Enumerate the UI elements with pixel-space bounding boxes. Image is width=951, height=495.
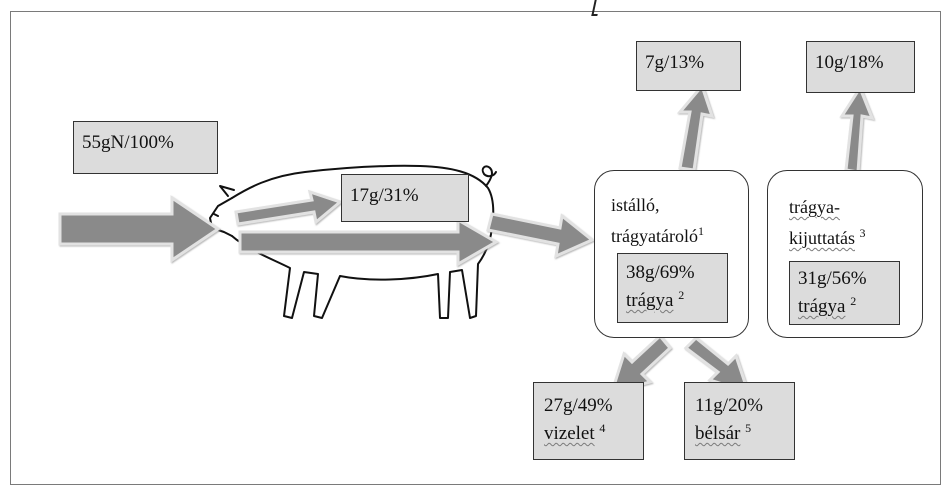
spreading-title-line2: kijuttatás xyxy=(789,228,855,248)
stable-manure-box: 38g/69% trágya 2 xyxy=(617,253,728,323)
feces-value: 11g/20% xyxy=(695,395,763,416)
urine-box: 27g/49% vizelet 4 xyxy=(533,382,644,460)
stable-loss-label: 7g/13% xyxy=(645,52,705,73)
stable-title: istálló, trágyatároló1 xyxy=(611,192,704,249)
retained-arrow xyxy=(234,189,344,226)
input-box: 55gN/100% xyxy=(73,121,218,174)
urine-name: vizelet xyxy=(544,423,595,444)
stable-manure-name: trágya xyxy=(626,290,674,311)
stable-manure-value: 38g/69% xyxy=(626,262,695,283)
urine-footnote: 4 xyxy=(599,421,606,435)
input-label: 55gN/100% xyxy=(82,132,174,153)
spreading-loss-arrow xyxy=(839,84,875,174)
stable-title-line1: istálló, xyxy=(611,195,660,215)
stable-loss-box: 7g/13% xyxy=(636,41,741,91)
feces-arrow xyxy=(683,335,751,395)
stable-loss-arrow xyxy=(676,82,715,172)
spreading-loss-label: 10g/18% xyxy=(815,52,884,73)
pig-retained-box: 17g/31% xyxy=(341,174,469,222)
input-arrow xyxy=(58,195,221,263)
spreading-footnote: 3 xyxy=(859,226,866,240)
urine-value: 27g/49% xyxy=(544,395,613,416)
to-stable-arrow xyxy=(486,212,595,259)
stable-footnote: 1 xyxy=(697,224,704,238)
spreading-loss-box: 10g/18% xyxy=(806,41,915,93)
spread-manure-box: 31g/56% trágya 2 xyxy=(789,261,900,325)
spreading-title: trágya- kijuttatás 3 xyxy=(789,194,866,251)
pig-retained-label: 17g/31% xyxy=(350,185,419,206)
spread-manure-value: 31g/56% xyxy=(798,268,867,289)
spread-manure-footnote: 2 xyxy=(850,294,857,308)
feces-box: 11g/20% bélsár 5 xyxy=(684,382,795,460)
feces-name: bélsár xyxy=(695,423,741,444)
feces-footnote: 5 xyxy=(745,421,752,435)
spread-manure-name: trágya xyxy=(798,296,846,317)
stable-title-line2: trágyatároló xyxy=(611,226,698,246)
through-arrow xyxy=(238,217,499,267)
stable-manure-footnote: 2 xyxy=(678,288,685,302)
spreading-title-line1: trágya- xyxy=(789,197,840,217)
